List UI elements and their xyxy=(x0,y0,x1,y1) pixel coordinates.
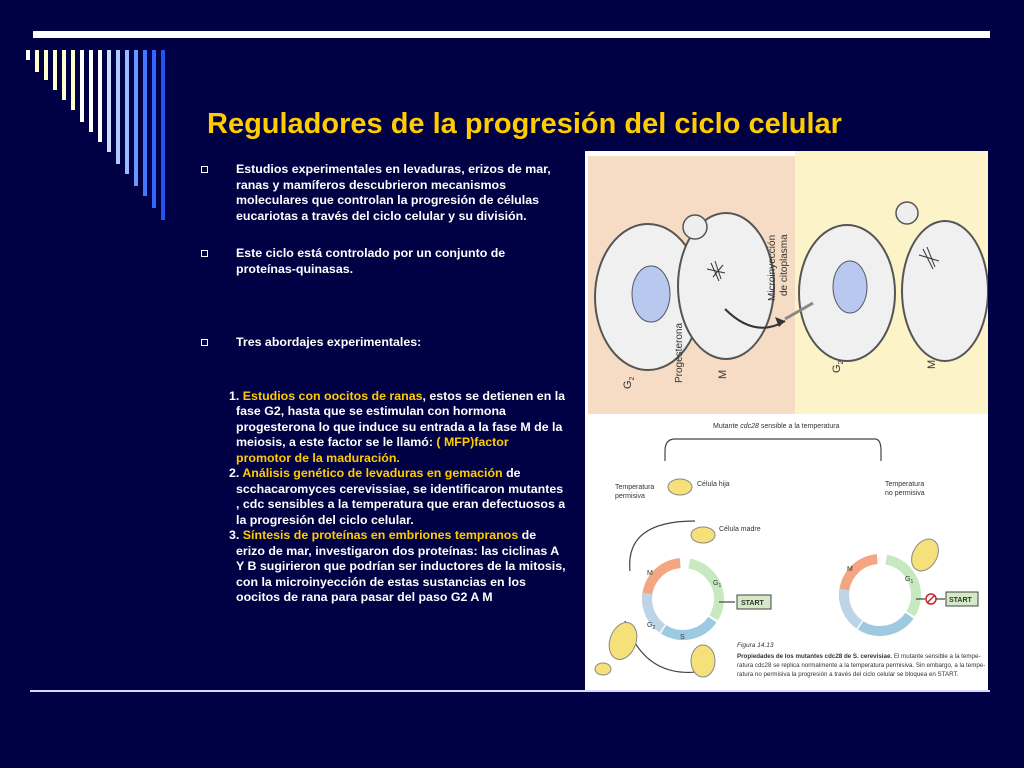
slide-body: Estudios experimentales en levaduras, er… xyxy=(198,162,566,606)
arrested-cell-icon xyxy=(911,538,939,572)
decor-bar xyxy=(62,50,66,100)
decor-bar xyxy=(80,50,84,122)
bullet-text: Estudios experimentales en levaduras, er… xyxy=(236,162,551,223)
bottom-rule xyxy=(30,690,990,692)
decor-bar xyxy=(134,50,138,186)
label-celula-madre: Célula madre xyxy=(719,526,761,533)
item-text: de erizo de mar, investigaron dos proteí… xyxy=(236,528,566,604)
decor-bar xyxy=(44,50,48,80)
decor-bar xyxy=(116,50,120,164)
numbered-item: 1. Estudios con oocitos de ranas, estos … xyxy=(198,389,566,467)
bullet-item: Este ciclo está controlado por un conjun… xyxy=(198,246,566,277)
decor-bar xyxy=(26,50,30,60)
start-box xyxy=(945,591,979,607)
bullet-item: Tres abordajes experimentales: xyxy=(198,335,566,351)
decor-bar xyxy=(152,50,156,208)
figure-caption: ratura cdc28 se replica normalmente a la… xyxy=(737,662,985,669)
item-highlight: Estudios con oocitos de ranas xyxy=(242,388,423,403)
item-number: 3. xyxy=(229,528,240,542)
item-text: de scchacaromyces cerevissiae, se identi… xyxy=(236,466,566,527)
bullet-text: Este ciclo está controlado por un conjun… xyxy=(236,246,506,276)
oocyte-m xyxy=(677,212,775,360)
label-celula-hija: Célula hija xyxy=(697,481,730,488)
figure-number: Figura 14.13 xyxy=(737,642,774,649)
bullet-box-icon xyxy=(201,250,208,257)
label-g2: G2 xyxy=(831,360,845,373)
bullet-text: Tres abordajes experimentales: xyxy=(236,335,422,349)
item-highlight: Síntesis de proteínas en embriones tempr… xyxy=(242,528,519,542)
polar-body xyxy=(682,214,708,240)
label-temp-permisiva: Temperatura xyxy=(615,484,654,491)
mother-cell-icon xyxy=(690,526,716,544)
arrowhead-icon xyxy=(775,317,785,327)
item-highlight: ( MFP)factor promotor de la maduración. xyxy=(236,435,509,465)
label-temp-permisiva: permisiva xyxy=(615,493,645,500)
label-temp-no-permisiva: no permisiva xyxy=(885,490,925,497)
decor-bar xyxy=(71,50,75,110)
decor-bar xyxy=(161,50,165,220)
spindle-icon xyxy=(918,246,940,270)
label-m: M xyxy=(717,370,729,379)
bullet-item: Estudios experimentales en levaduras, er… xyxy=(198,162,566,224)
label-phase-g1: G1 xyxy=(713,580,721,589)
branch-arrow-icon xyxy=(664,438,676,461)
block-icon xyxy=(926,594,936,604)
item-text: , estos se detienen en la fase G2, hasta… xyxy=(236,388,566,450)
oocyte-nucleus xyxy=(631,265,671,323)
numbered-item: 3. Síntesis de proteínas en embriones te… xyxy=(198,528,566,606)
label-phase-m: M xyxy=(647,570,653,577)
decor-bar xyxy=(98,50,102,142)
budding-cell-icon xyxy=(608,622,638,660)
decor-bar xyxy=(89,50,93,132)
branch-arrow-icon xyxy=(874,438,882,461)
bullet-box-icon xyxy=(201,339,208,346)
label-microinyeccion: de citoplasma xyxy=(779,234,790,296)
budding-cell-icon xyxy=(690,644,716,678)
bud-icon xyxy=(594,662,612,676)
figure-caption: Propiedades de los mutantes cdc28 de S. … xyxy=(737,653,981,660)
label-m: M xyxy=(926,360,938,369)
decor-bar xyxy=(125,50,129,174)
label-phase-g1: G1 xyxy=(905,576,913,585)
spindle-icon xyxy=(706,260,726,282)
oocyte-nucleus xyxy=(832,260,868,314)
label-phase-m: M xyxy=(847,566,853,573)
item-highlight: Análisis genético de levaduras en gemaci… xyxy=(242,466,503,480)
label-start: START xyxy=(949,597,973,604)
label-temp-no-permisiva: Temperatura xyxy=(885,481,924,488)
bullet-box-icon xyxy=(201,166,208,173)
mutant-title: Mutante cdc28 sensible a la temperatura xyxy=(713,423,840,430)
label-phase-g2: G2 xyxy=(647,622,655,631)
cycle-arrow-icon xyxy=(629,520,696,572)
phase-g1-arc xyxy=(839,554,921,636)
phase-g1-arc xyxy=(642,558,724,640)
decor-bar xyxy=(53,50,57,90)
slide-title: Reguladores de la progresión del ciclo c… xyxy=(207,108,842,140)
decor-bar xyxy=(143,50,147,196)
numbered-item: 2. Análisis genético de levaduras en gem… xyxy=(198,466,566,528)
daughter-cell-icon xyxy=(667,478,693,496)
pipette-icon xyxy=(784,301,814,321)
oocyte-m-result xyxy=(901,220,989,362)
label-microinyeccion: Microinyección xyxy=(767,235,778,301)
decor-bar xyxy=(107,50,111,152)
figure-illustration: Progesterona Microinyección de citoplasm… xyxy=(588,151,989,678)
label-start: START xyxy=(741,600,765,607)
figure-caption: ratura no permisiva la progresión a trav… xyxy=(737,671,959,678)
label-phase-s: S xyxy=(680,634,685,641)
label-g2: G2 xyxy=(622,376,636,389)
label-progesterona: Progesterona xyxy=(674,323,685,383)
item-number: 2. xyxy=(229,466,240,480)
polar-body xyxy=(895,201,919,225)
start-box xyxy=(736,594,772,610)
item-number: 1. xyxy=(229,388,240,403)
top-rule xyxy=(33,31,990,38)
decor-bar xyxy=(35,50,39,72)
figure-panel: Progesterona Microinyección de citoplasm… xyxy=(585,151,989,692)
